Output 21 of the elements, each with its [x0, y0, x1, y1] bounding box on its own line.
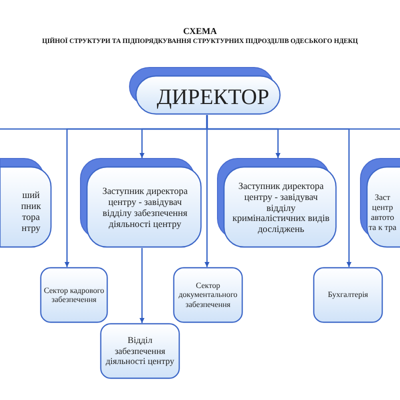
- position-card: [217, 158, 337, 248]
- position-card: [129, 67, 281, 115]
- director-label: ДИРЕКТОР: [156, 83, 270, 112]
- diagram-title: СХЕМА: [182, 26, 218, 36]
- unit-box: [173, 267, 243, 323]
- position-card: [0, 158, 52, 248]
- connector-arrow: [206, 115, 352, 267]
- unit-box: [313, 267, 383, 323]
- unit-name: ший пник тора нтру: [20, 190, 42, 236]
- unit-box: [100, 323, 180, 379]
- unit-name: Сектор документального забезпечення: [178, 280, 238, 311]
- unit-name: Заступник директора центру - завідувач відділу забезпечення діяльності центру: [101, 186, 189, 232]
- unit-box: [40, 267, 108, 323]
- unit-name: Бухгалтерія: [326, 289, 370, 302]
- unit-name: Заступник директора центру - завідувач відділу криміналістичних видів досліджень: [232, 180, 330, 238]
- position-card: [360, 158, 400, 248]
- connector-arrow: [139, 248, 145, 323]
- unit-name: Сектор кадрового забезпечення: [43, 284, 105, 306]
- position-card: [80, 158, 202, 248]
- unit-name: Відділ забезпечення діяльності центру: [104, 334, 176, 368]
- unit-name: Заст центр автото та к тра: [368, 191, 398, 234]
